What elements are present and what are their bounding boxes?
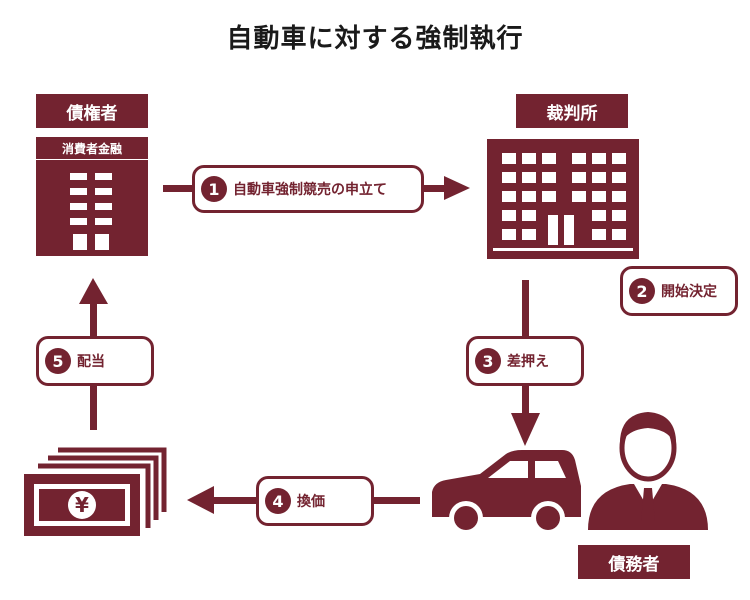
- step-4-label: 換価: [297, 494, 325, 510]
- office-building-icon: [36, 160, 148, 256]
- step-1-label: 自動車強制競売の申立て: [233, 182, 387, 198]
- step-1-number: 1: [201, 176, 227, 202]
- step-3-pill: 3 差押え: [466, 336, 584, 386]
- step-3-number: 3: [475, 348, 501, 374]
- car-icon: [432, 450, 581, 535]
- step-5-pill: 5 配当: [36, 336, 154, 386]
- step-4-pill: 4 換価: [256, 476, 374, 526]
- diagram-title: 自動車に対する強制執行: [226, 24, 524, 54]
- step-5-number: 5: [45, 348, 71, 374]
- person-in-suit-icon: [588, 412, 708, 530]
- yen-symbol: ¥: [75, 493, 89, 517]
- court-label: 裁判所: [516, 94, 628, 128]
- step-2-label: 開始決定: [661, 284, 717, 300]
- step-3-label: 差押え: [507, 354, 549, 370]
- step-2-pill: 2 開始決定: [620, 266, 738, 316]
- step-1-pill: 1 自動車強制競売の申立て: [192, 165, 424, 213]
- creditor-sublabel: 消費者金融: [36, 137, 148, 159]
- step-5-label: 配当: [77, 354, 105, 370]
- banknotes-icon: ¥: [24, 447, 167, 536]
- step-4-number: 4: [265, 488, 291, 514]
- court-building-icon: [487, 139, 639, 259]
- creditor-label: 債権者: [36, 94, 148, 128]
- debtor-label: 債務者: [578, 545, 690, 579]
- step-2-number: 2: [629, 278, 655, 304]
